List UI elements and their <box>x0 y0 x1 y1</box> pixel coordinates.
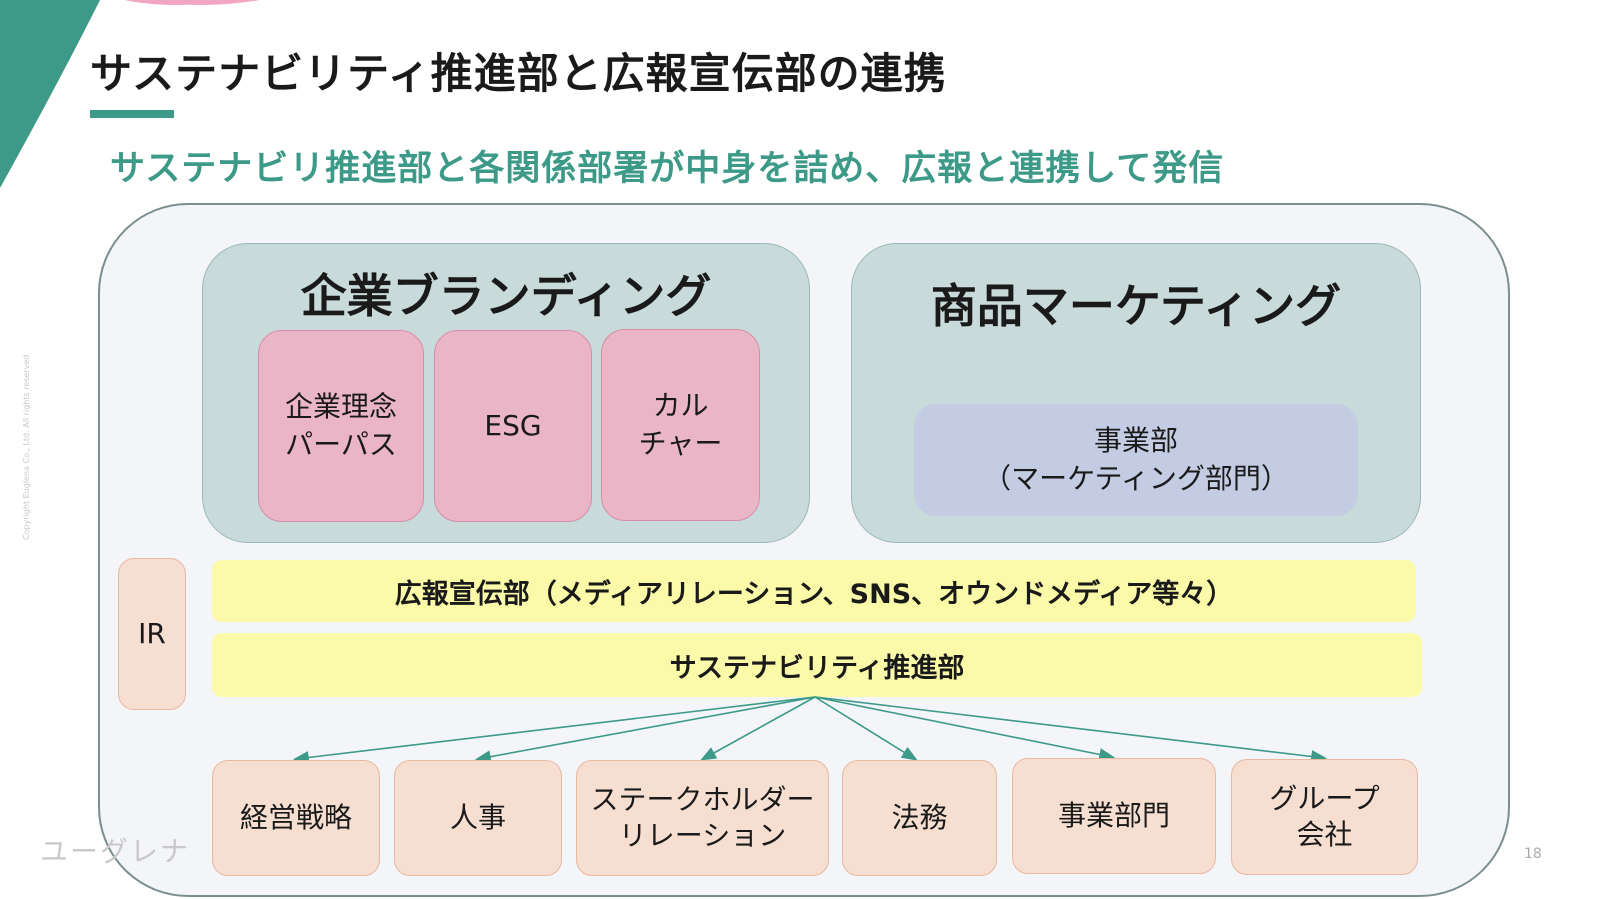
culture-box: カル チャー <box>601 329 760 521</box>
page-number: 18 <box>1524 846 1542 862</box>
philosophy-purpose-box: 企業理念 パーパス <box>258 330 424 522</box>
sustainability-department-bar: サステナビリティ推進部 <box>212 633 1422 697</box>
title-underline <box>90 110 174 118</box>
arrow-to-stakeholder <box>700 696 816 761</box>
arrow-to-group-companies <box>814 696 1328 763</box>
department-box-stakeholder-relations: ステークホルダー リレーション <box>576 760 829 876</box>
ir-box: IR <box>118 558 186 710</box>
arrow-to-business-units <box>814 696 1116 761</box>
department-box-hr: 人事 <box>394 760 562 876</box>
pr-department-bar: 広報宣伝部（メディアリレーション、SNS、オウンドメディア等々） <box>212 560 1416 622</box>
arrow-to-strategy <box>292 696 816 764</box>
department-box-group-companies: グループ 会社 <box>1231 759 1418 875</box>
business-division-box: 事業部 （マーケティング部門） <box>914 404 1358 516</box>
corporate-branding-title: 企業ブランディング <box>300 269 712 323</box>
esg-box: ESG <box>434 330 592 522</box>
page-title: サステナビリティ推進部と広報宣伝部の連携 <box>90 49 947 98</box>
product-marketing-title: 商品マーケティング <box>930 279 1342 333</box>
arrow-to-hr <box>474 696 816 763</box>
corner-decoration <box>0 0 260 188</box>
arrow-to-legal <box>814 696 918 761</box>
department-box-strategy: 経営戦略 <box>212 760 380 876</box>
page-subtitle: サステナビリ推進部と各関係部署が中身を詰め、広報と連携して発信 <box>110 149 1225 189</box>
company-logo: ユーグレナ <box>40 835 191 868</box>
department-box-legal: 法務 <box>842 760 997 876</box>
department-box-business-units: 事業部門 <box>1012 758 1216 874</box>
